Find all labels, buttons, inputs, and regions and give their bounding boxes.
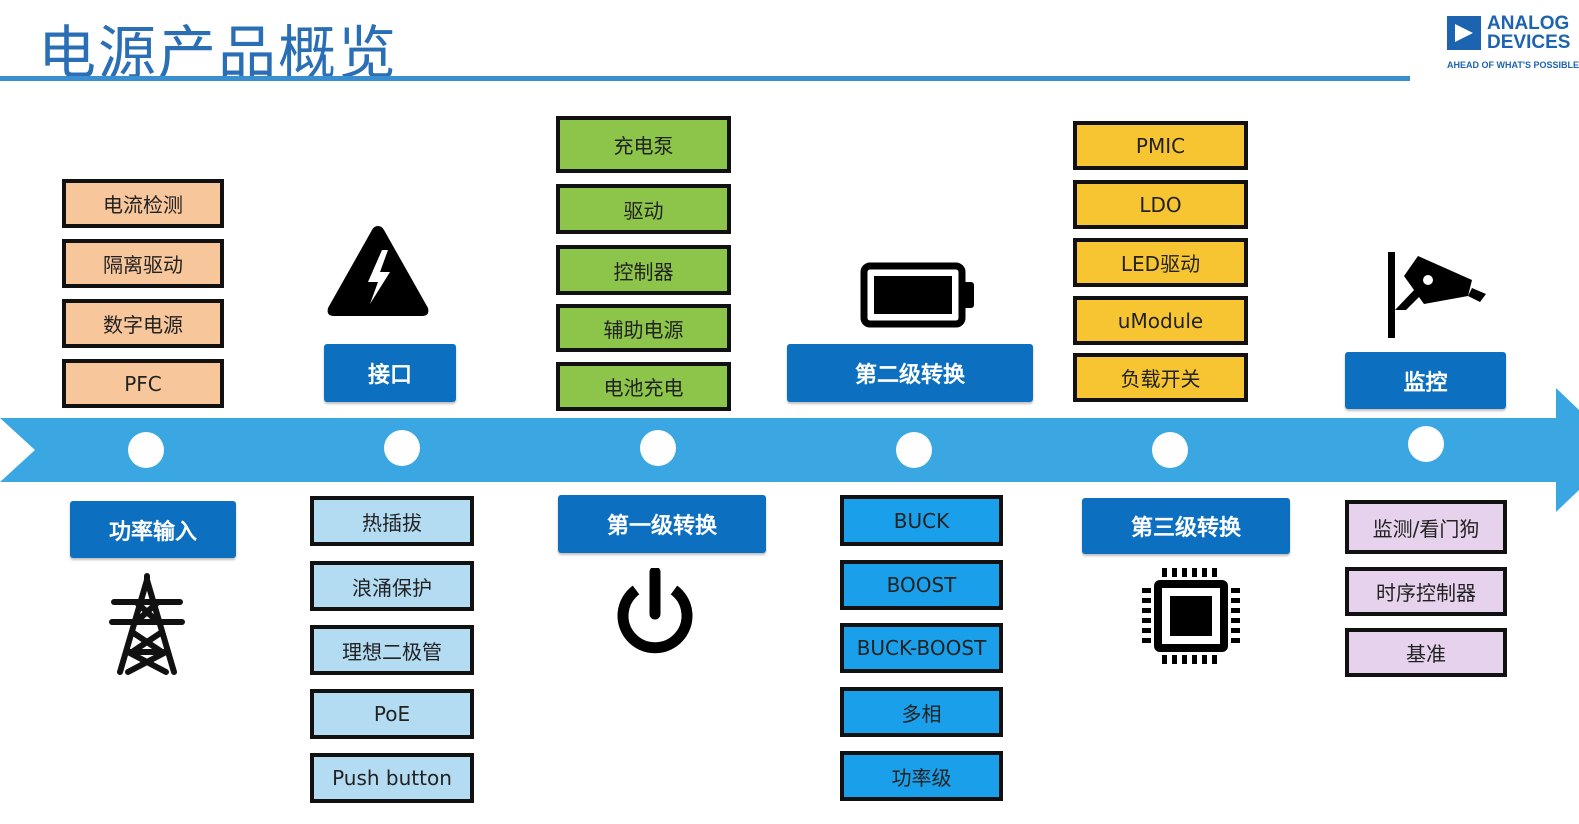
stage-label-interface: 接口	[324, 344, 456, 402]
stage-label-third-stage: 第三级转换	[1082, 498, 1290, 554]
product-box: 功率级	[840, 751, 1003, 801]
product-box: BUCK-BOOST	[840, 623, 1003, 673]
power-tower-icon	[109, 573, 185, 675]
chip-icon	[1142, 568, 1240, 664]
stage-label-power-input: 功率输入	[70, 501, 236, 558]
product-box: uModule	[1073, 296, 1248, 345]
product-box: 隔离驱动	[62, 239, 224, 288]
product-box: 辅助电源	[556, 304, 731, 352]
stage-label-monitor: 监控	[1345, 352, 1506, 409]
analog-devices-logo: ANALOG DEVICES AHEAD OF WHAT'S POSSIBLE	[1447, 14, 1579, 74]
stage-label-first-stage: 第一级转换	[558, 495, 766, 553]
timeline-dot-second-stage	[896, 432, 932, 468]
battery-icon	[860, 262, 974, 328]
title-underline	[0, 76, 1410, 81]
product-box: 基准	[1345, 628, 1507, 677]
product-box: 时序控制器	[1345, 567, 1507, 616]
product-box: BUCK	[840, 495, 1003, 546]
product-box: 浪涌保护	[310, 561, 474, 611]
product-box: Push button	[310, 753, 474, 803]
logo-triangle-icon	[1447, 16, 1481, 50]
product-box: 电池充电	[556, 362, 731, 411]
product-box: 数字电源	[62, 299, 224, 348]
product-box: 多相	[840, 687, 1003, 737]
timeline-dot-first-stage	[640, 430, 676, 466]
product-box: 热插拔	[310, 496, 474, 546]
logo-name: ANALOG DEVICES	[1487, 13, 1571, 53]
high-voltage-warning-icon	[327, 226, 429, 316]
timeline-arrow	[0, 388, 1579, 512]
logo-tagline: AHEAD OF WHAT'S POSSIBLE	[1447, 60, 1579, 70]
timeline-dot-monitor	[1408, 426, 1444, 462]
product-box: 控制器	[556, 245, 731, 295]
product-box: LDO	[1073, 180, 1248, 229]
product-box: LED驱动	[1073, 238, 1248, 287]
power-button-icon	[617, 568, 693, 654]
product-box: PoE	[310, 689, 474, 739]
security-camera-icon	[1388, 252, 1486, 338]
product-box: 充电泵	[556, 116, 731, 173]
product-box: 理想二极管	[310, 625, 474, 675]
stage-label-second-stage: 第二级转换	[787, 344, 1033, 402]
product-box: 驱动	[556, 184, 731, 234]
product-box: PFC	[62, 359, 224, 408]
product-box: 监测/看门狗	[1345, 500, 1507, 554]
timeline-dot-power-input	[128, 432, 164, 468]
timeline-dot-third-stage	[1152, 432, 1188, 468]
product-box: 负载开关	[1073, 353, 1248, 402]
product-box: BOOST	[840, 560, 1003, 610]
product-box: PMIC	[1073, 121, 1248, 170]
product-box: 电流检测	[62, 179, 224, 228]
page-title: 电源产品概览	[38, 19, 399, 87]
timeline-dot-interface	[384, 430, 420, 466]
